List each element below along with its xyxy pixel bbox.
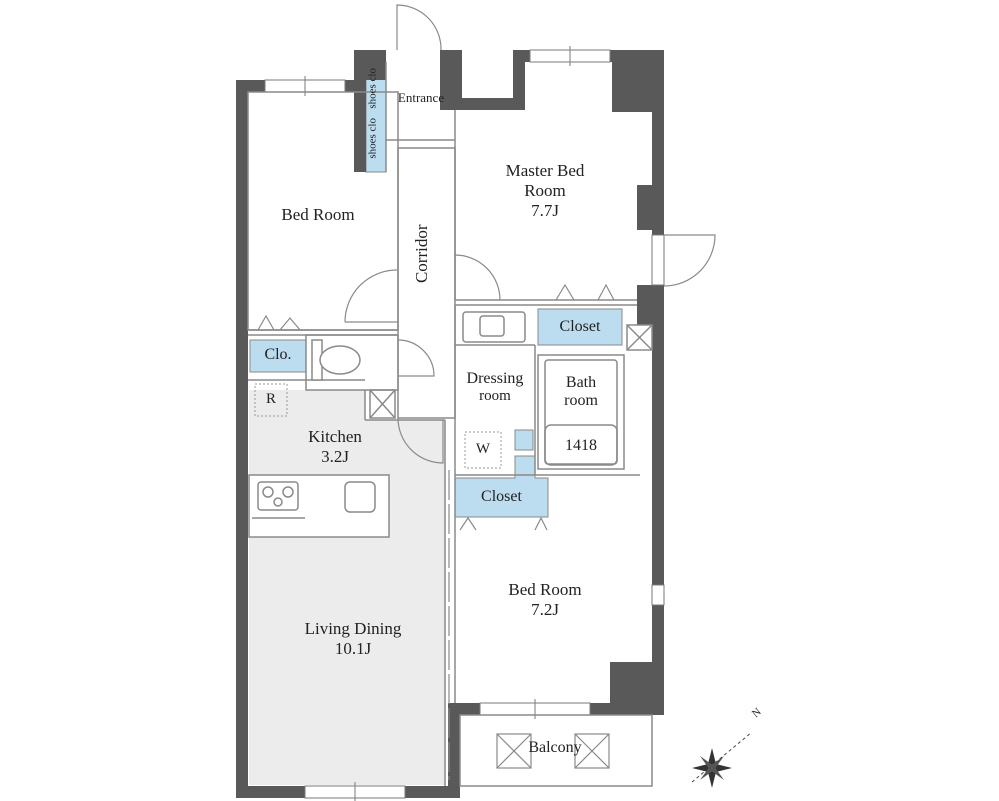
interior-walls	[247, 62, 653, 787]
compass-icon	[691, 731, 753, 788]
corridor-label: Corridor	[412, 224, 432, 284]
balcony-fixtures	[496, 733, 610, 769]
living-dining-size: 10.1J	[334, 639, 372, 658]
clo-label: Clo.	[264, 346, 292, 363]
doors	[257, 4, 716, 780]
washer-box	[464, 431, 502, 469]
bed-room-2-size: 7.2J	[531, 600, 559, 619]
washer-label: W	[475, 441, 491, 457]
bath-room-label: Bath	[565, 374, 597, 391]
bed-room-2-label: Bed Room	[508, 580, 582, 599]
living-dining-label: Living Dining	[304, 619, 402, 638]
closet-master-fill	[537, 308, 623, 346]
kitchen-counter	[248, 474, 390, 538]
refrigerator-label: R	[265, 391, 276, 407]
closet-bed-fill	[454, 455, 549, 518]
balcony-label: Balcony	[528, 739, 582, 756]
kitchen-label: Kitchen	[308, 427, 362, 446]
bath-unit-label: 1418	[565, 437, 597, 454]
master-bed-room-size: 7.7J	[531, 201, 559, 220]
wardrobe-small-fill	[514, 429, 534, 451]
bed-room-1-label: Bed Room	[281, 205, 355, 224]
kitchen-size: 3.2J	[321, 447, 349, 466]
entrance-label: Entrance	[397, 90, 445, 105]
closet-master-label: Closet	[559, 318, 601, 335]
refrigerator-box	[254, 383, 288, 417]
bath-room-label-2: room	[564, 392, 598, 409]
wash-basin	[462, 311, 526, 343]
dressing-room-label: Dressing	[466, 370, 524, 387]
master-bed-room-label-2: Room	[524, 181, 566, 200]
dressing-room-label-2: room	[479, 388, 511, 404]
master-bed-room-label: Master Bed	[505, 161, 585, 180]
toilet	[311, 339, 361, 381]
closet-bed-label: Closet	[481, 488, 522, 505]
shoes-closet-label-2: shoes clo	[366, 68, 379, 109]
